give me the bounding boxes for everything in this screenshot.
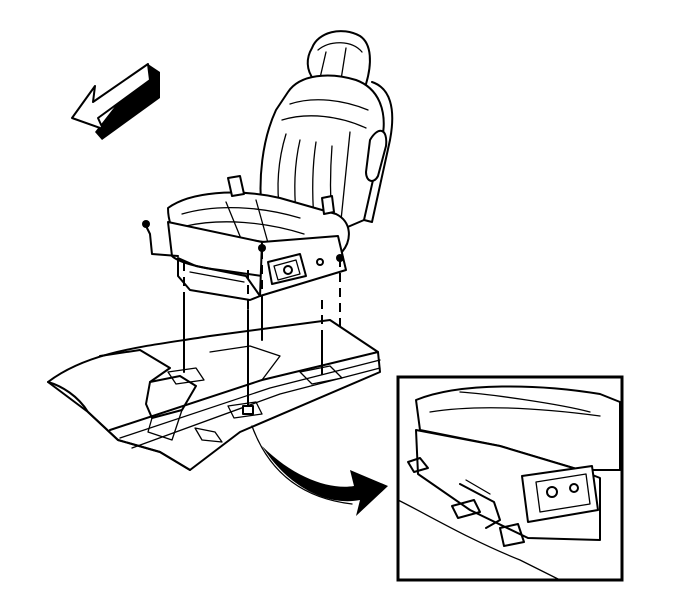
seat-assembly	[167, 30, 394, 301]
front-direction-arrow-icon	[71, 63, 160, 140]
callout-arrow-icon	[251, 425, 388, 516]
mounting-bolts	[142, 220, 344, 415]
detail-inset	[396, 375, 624, 582]
vehicle-floor-pan	[47, 319, 381, 471]
